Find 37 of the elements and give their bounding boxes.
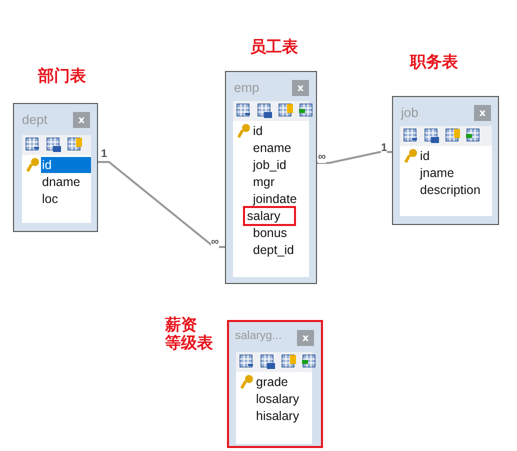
table-box xyxy=(227,320,323,448)
field-name: id xyxy=(41,157,91,173)
table-title: emp xyxy=(234,80,260,95)
table-box xyxy=(225,71,317,284)
field-name: dname xyxy=(42,174,80,190)
field-name: description xyxy=(420,182,480,198)
table-heading: 员工表 xyxy=(250,38,298,56)
field-name: bonus xyxy=(253,225,288,241)
field-name: job_id xyxy=(253,157,286,173)
connector-line xyxy=(317,151,392,164)
field-name: ename xyxy=(253,140,292,156)
table-heading: 薪资等级表 xyxy=(165,316,213,352)
field-name: dept_id xyxy=(253,242,294,258)
field-name: id xyxy=(420,148,430,164)
table-title: job xyxy=(401,105,418,120)
field-name: salary xyxy=(245,208,294,224)
field-name: losalary xyxy=(256,391,300,407)
cardinality-label: 1 xyxy=(101,148,108,160)
field-name: jname xyxy=(420,165,454,181)
field-name: mgr xyxy=(253,174,275,190)
close-button: x xyxy=(297,330,314,346)
table-box xyxy=(392,96,499,225)
close-button: x xyxy=(474,105,491,121)
table-title: salaryg... xyxy=(235,330,282,342)
field-name: id xyxy=(253,123,263,139)
field-name: hisalary xyxy=(256,408,300,424)
table-heading: 职务表 xyxy=(410,53,458,71)
table-title: dept xyxy=(22,112,48,127)
table-heading: 部门表 xyxy=(38,67,86,85)
close-button: x xyxy=(73,112,90,128)
field-name: loc xyxy=(42,191,58,207)
field-name: joindate xyxy=(253,191,297,207)
field-name: grade xyxy=(256,374,288,390)
table-box xyxy=(13,103,98,232)
connector-line xyxy=(98,161,225,248)
cardinality-label: 1 xyxy=(381,142,388,154)
close-button: x xyxy=(292,80,309,96)
